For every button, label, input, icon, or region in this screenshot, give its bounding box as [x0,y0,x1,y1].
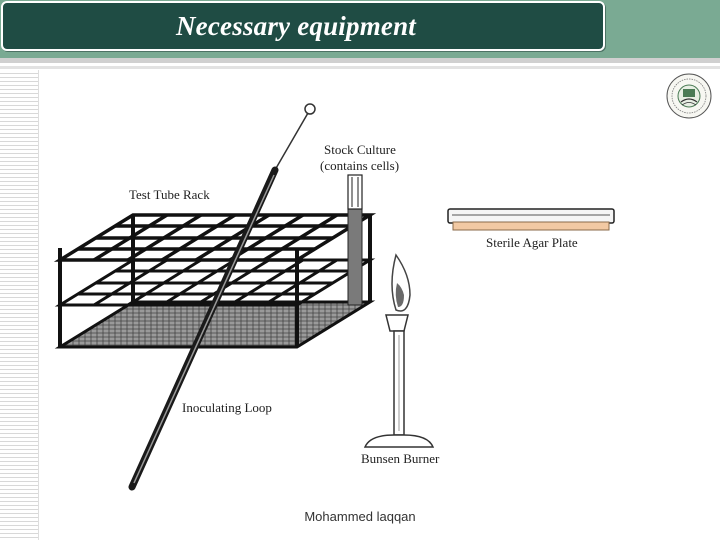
label-sterile-agar-plate: Sterile Agar Plate [486,235,578,250]
label-bunsen-burner: Bunsen Burner [361,451,440,466]
equipment-illustration: Test Tube Rack Stock Culture (contains c… [53,103,615,491]
label-test-tube-rack: Test Tube Rack [129,187,210,202]
left-margin-stripe [0,70,38,540]
left-margin-edge [38,70,39,540]
inoculating-loop [128,103,316,491]
header-divider [0,58,720,63]
header-divider-thin [0,66,720,69]
label-stock-culture-note: (contains cells) [320,158,399,173]
label-inoculating-loop: Inoculating Loop [182,400,272,415]
sterile-agar-plate [447,208,615,231]
footer-author: Mohammed laqqan [304,509,416,524]
stock-culture-tube [347,174,363,306]
label-stock-culture: Stock Culture [324,142,396,157]
bunsen-burner [363,253,435,448]
university-logo-icon [666,73,712,119]
title-bar: Necessary equipment [1,1,605,51]
test-tube-rack [53,213,377,349]
slide-title: Necessary equipment [175,11,416,41]
